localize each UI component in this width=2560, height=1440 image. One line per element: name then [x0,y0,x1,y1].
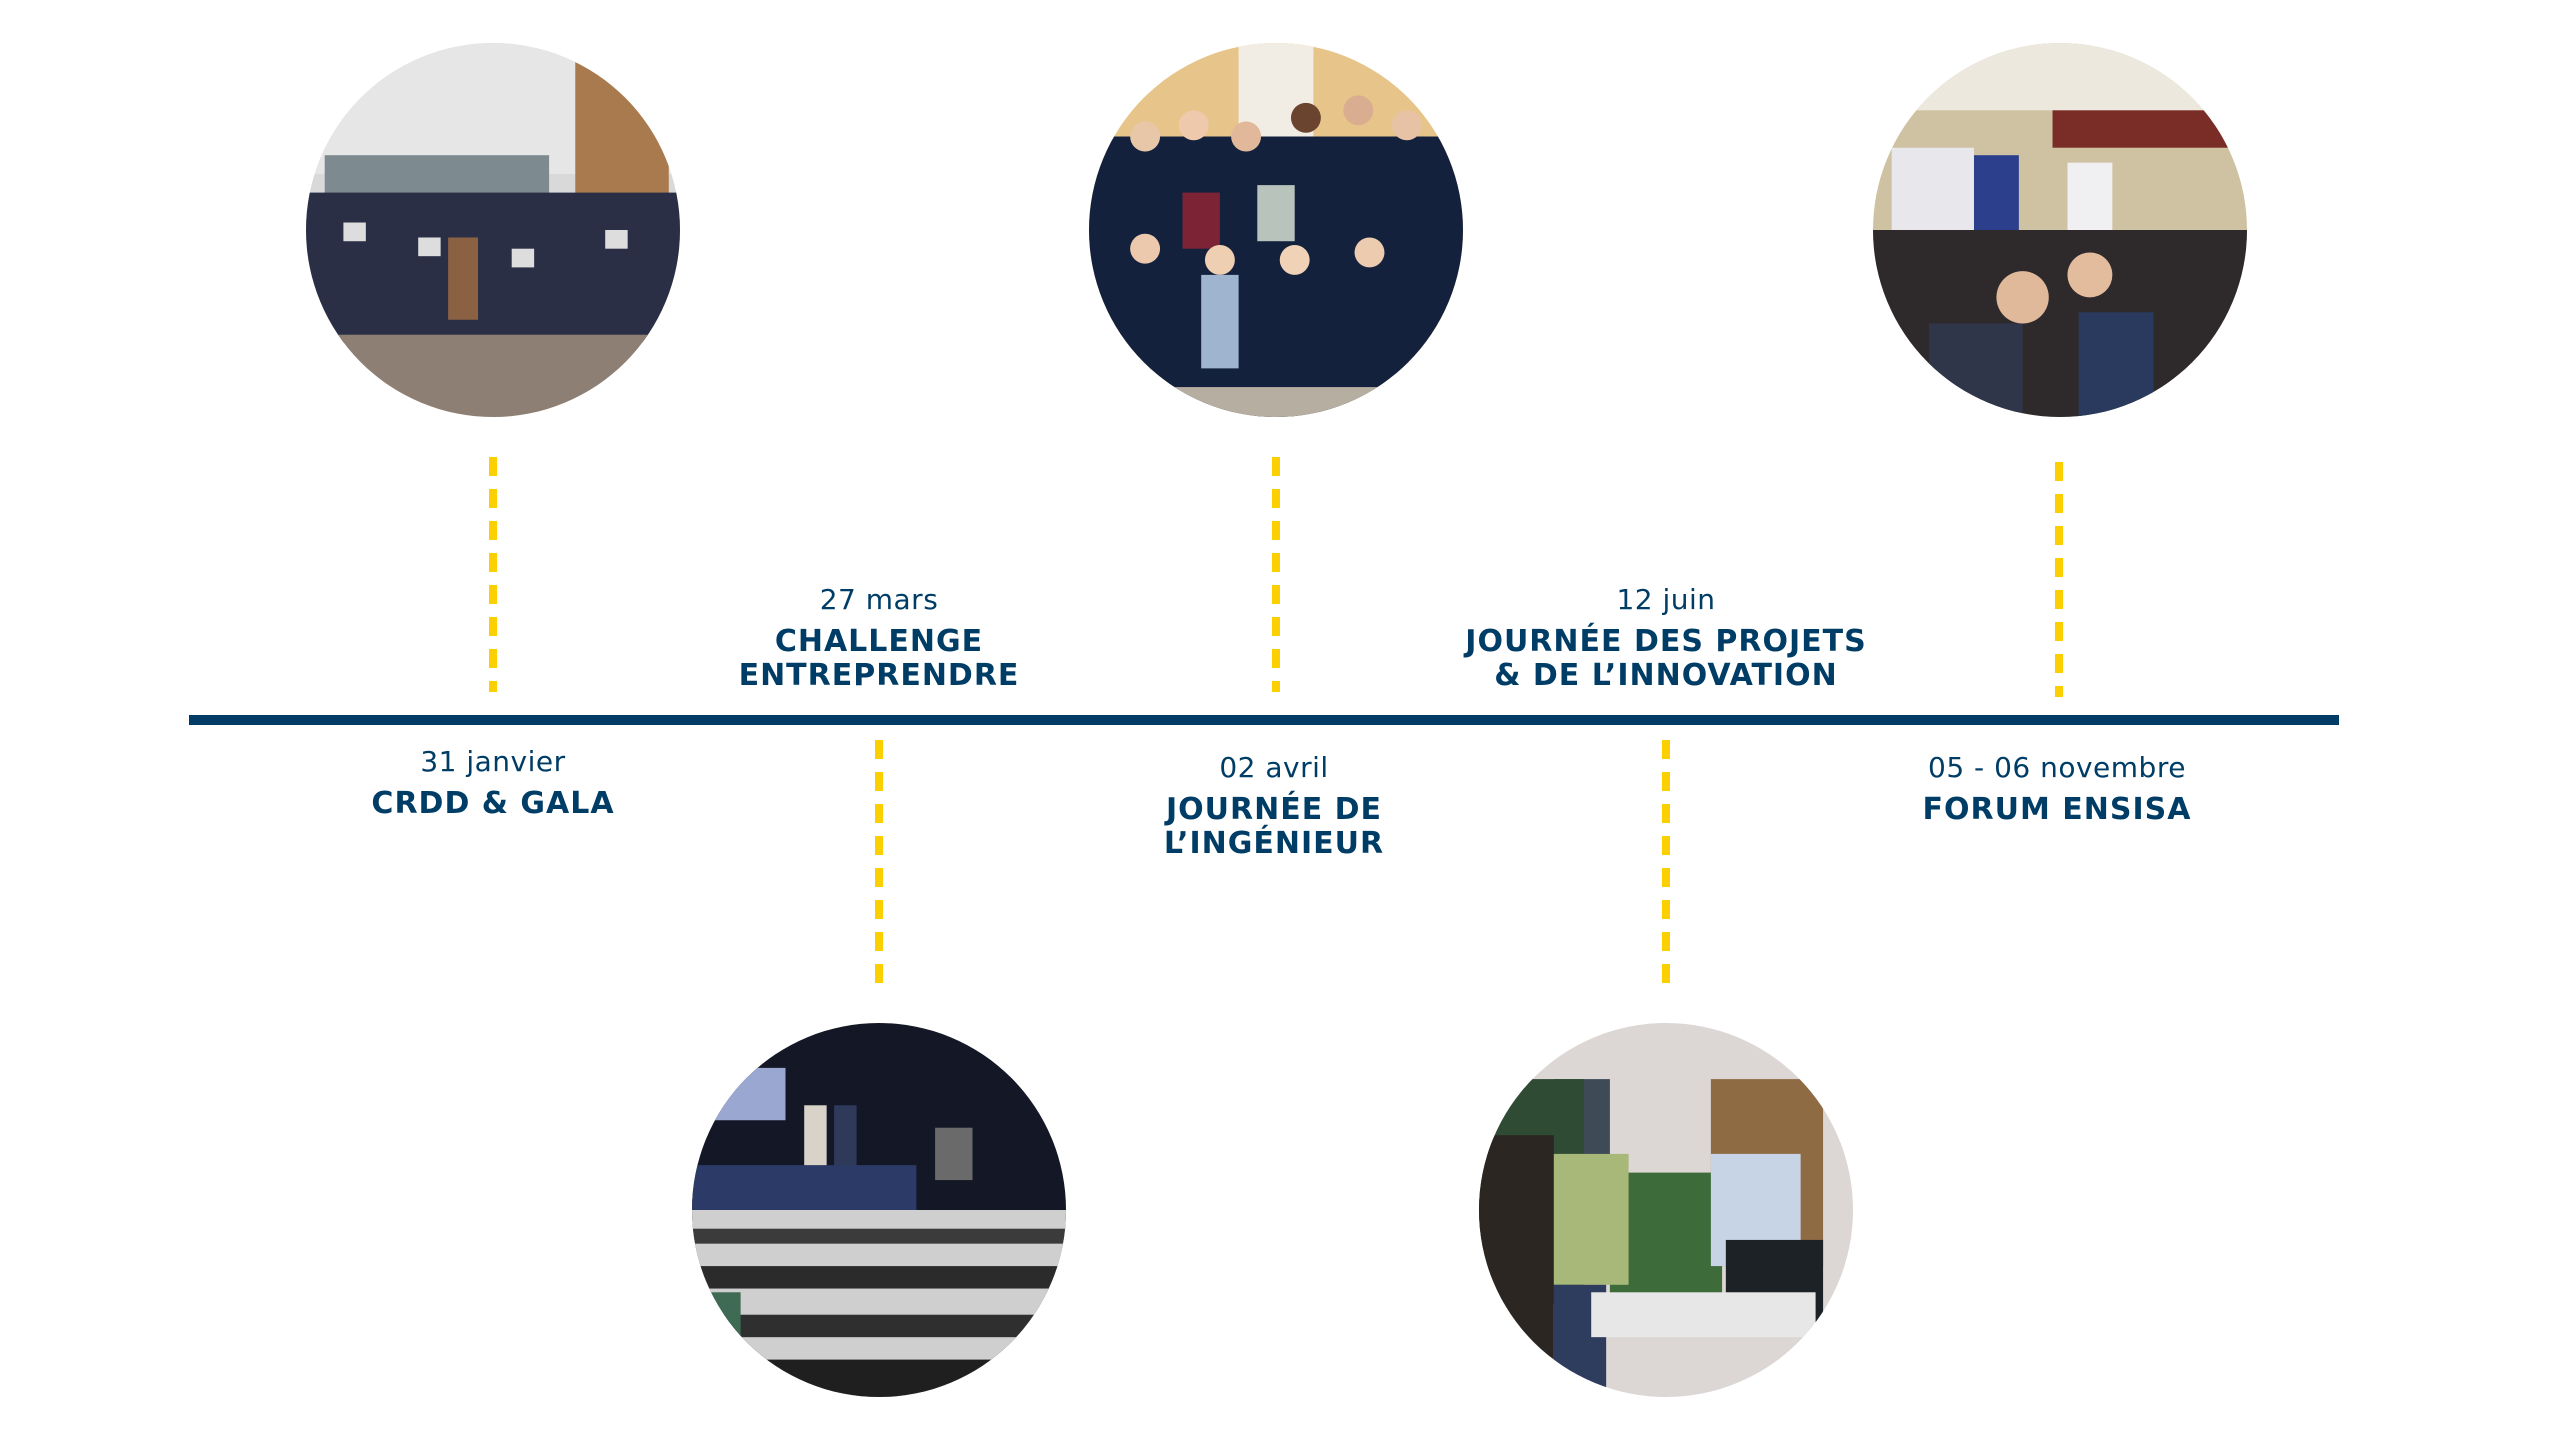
event-2-label: 27 mars CHALLENGE ENTREPRENDRE [669,583,1089,693]
event-1-connector [489,457,497,692]
event-5-title: FORUM ENSISA [1922,792,2192,827]
event-4-connector [1662,740,1670,983]
event-2-photo [692,1023,1066,1397]
event-1-photo [306,43,680,417]
student-group-photo-icon [1089,43,1463,417]
event-2-connector [875,740,883,983]
event-4-label: 12 juin JOURNÉE DES PROJETS & DE L’INNOV… [1456,583,1876,693]
event-5-connector [2055,462,2063,697]
event-5-photo [1873,43,2247,417]
event-4-date: 12 juin [1616,583,1716,616]
event-2-date: 27 mars [819,583,939,616]
event-1-title: CRDD & GALA [371,786,615,821]
event-3-label: 02 avril JOURNÉE DE L’INGÉNIEUR [1064,751,1484,861]
project-demo-photo-icon [1479,1023,1853,1397]
event-5-date: 05 - 06 novembre [1928,751,2186,784]
timeline-axis [189,715,2339,725]
event-2-title: CHALLENGE ENTREPRENDRE [738,624,1020,693]
event-1-date: 31 janvier [420,745,566,778]
event-3-photo [1089,43,1463,417]
graduation-group-photo-icon [306,43,680,417]
event-3-connector [1272,457,1280,692]
event-4-title: JOURNÉE DES PROJETS & DE L’INNOVATION [1465,624,1867,693]
event-1-label: 31 janvier CRDD & GALA [283,745,703,821]
event-3-date: 02 avril [1219,751,1329,784]
career-forum-photo-icon [1873,43,2247,417]
event-3-title: JOURNÉE DE L’INGÉNIEUR [1163,792,1385,861]
amphitheater-audience-photo-icon [692,1023,1066,1397]
event-4-photo [1479,1023,1853,1397]
event-5-label: 05 - 06 novembre FORUM ENSISA [1847,751,2267,827]
